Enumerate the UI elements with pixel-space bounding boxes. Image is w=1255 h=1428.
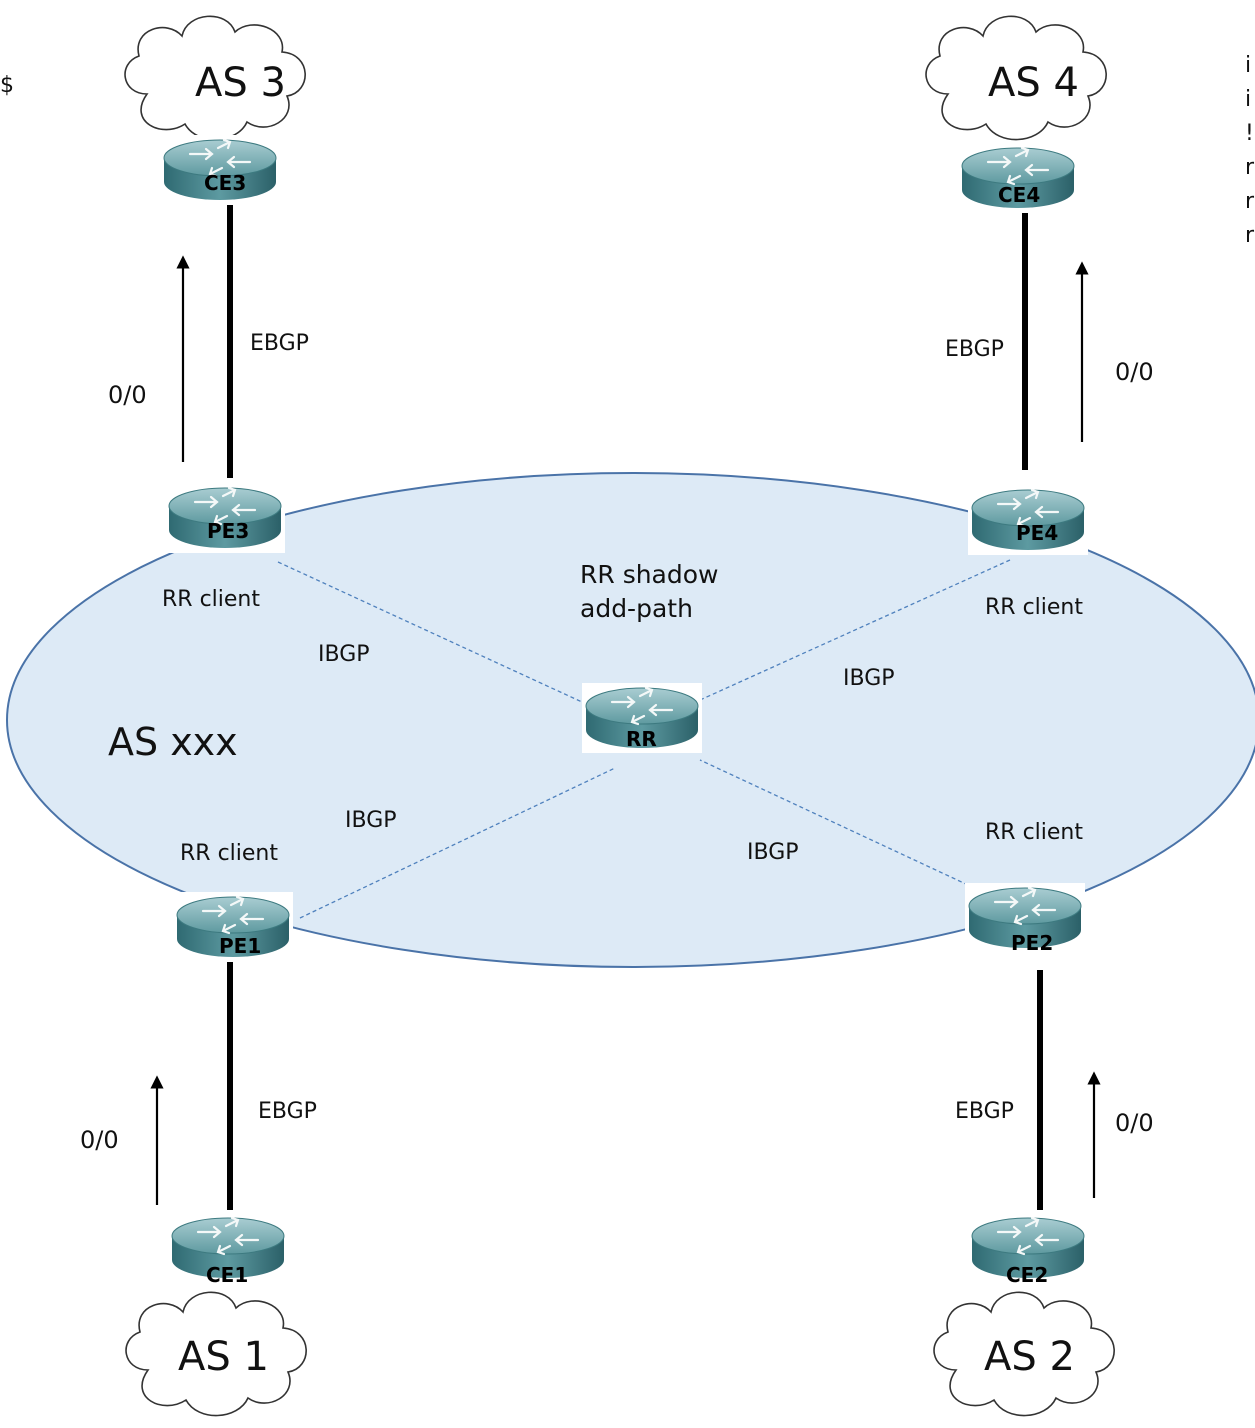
router-pe4: PE4 — [966, 483, 1090, 557]
router-rr-label: RR — [626, 727, 657, 751]
cloud-as1-label: AS 1 — [178, 1334, 269, 1380]
router-pe1: PE1 — [171, 890, 295, 964]
right-edge-fragment-2: i — [1245, 87, 1251, 112]
router-ce4: CE4 — [956, 141, 1080, 215]
rr-title-line2: add-path — [580, 594, 693, 623]
router-ce1: CE1 — [166, 1211, 290, 1287]
default-route-label-pe4: 0/0 — [1115, 358, 1154, 386]
ebgp-label-ce4-pe4: EBGP — [945, 337, 1004, 362]
cloud-as3: AS 3 — [124, 15, 306, 141]
rr-client-label-pe3: RR client — [162, 587, 260, 612]
ebgp-label-pe2-ce2: EBGP — [955, 1099, 1014, 1124]
rr-title-line1: RR shadow — [580, 560, 719, 589]
right-edge-fragment-6: r — [1245, 223, 1255, 248]
router-rr: RR — [580, 681, 704, 755]
ebgp-label-pe1-ce1: EBGP — [258, 1099, 317, 1124]
router-ce3: CE3 — [158, 133, 282, 207]
rr-client-label-pe1: RR client — [180, 841, 278, 866]
ibgp-label-pe4: IBGP — [843, 666, 895, 691]
cloud-as1: AS 1 — [125, 1291, 307, 1417]
ibgp-label-pe2: IBGP — [747, 840, 799, 865]
left-edge-fragment: $ — [0, 73, 14, 98]
default-route-label-ce2: 0/0 — [1115, 1109, 1154, 1137]
router-pe3-label: PE3 — [207, 519, 249, 543]
ibgp-label-pe1: IBGP — [345, 808, 397, 833]
ibgp-link-pe4-rr — [699, 559, 1011, 701]
cloud-as2-label: AS 2 — [984, 1334, 1075, 1380]
router-pe2: PE2 — [963, 881, 1087, 955]
ebgp-label-ce3-pe3: EBGP — [250, 331, 309, 356]
cloud-as3-label: AS 3 — [195, 60, 286, 106]
default-route-label-pe3: 0/0 — [108, 381, 147, 409]
ibgp-link-pe1-rr — [299, 767, 616, 919]
rr-client-label-pe4: RR client — [985, 595, 1083, 620]
right-edge-fragment-3: ! — [1245, 121, 1254, 146]
router-ce3-label: CE3 — [204, 171, 246, 195]
router-pe2-label: PE2 — [1011, 931, 1053, 955]
router-ce1-label: CE1 — [206, 1263, 248, 1287]
router-pe4-label: PE4 — [1016, 521, 1058, 545]
right-edge-fragment-4: r — [1245, 155, 1255, 180]
ibgp-link-pe3-rr — [277, 561, 596, 709]
router-pe1-label: PE1 — [219, 934, 261, 958]
as-main-label: AS xxx — [108, 720, 238, 764]
ibgp-link-pe2-rr — [699, 759, 969, 886]
cloud-as4-label: AS 4 — [988, 60, 1079, 106]
router-ce2-label: CE2 — [1006, 1263, 1048, 1287]
right-edge-fragment-1: i — [1245, 53, 1251, 78]
router-ce4-label: CE4 — [998, 183, 1040, 207]
ibgp-label-pe3: IBGP — [318, 642, 370, 667]
router-ce2: CE2 — [966, 1211, 1090, 1287]
default-route-label-ce1: 0/0 — [80, 1126, 119, 1154]
cloud-as2: AS 2 — [933, 1291, 1115, 1417]
right-edge-fragment-5: r — [1245, 189, 1255, 214]
rr-client-label-pe2: RR client — [985, 820, 1083, 845]
cloud-as4: AS 4 — [925, 15, 1107, 141]
router-pe3: PE3 — [163, 481, 287, 555]
right-edge-fragments: i i ! r r r — [1245, 53, 1255, 248]
